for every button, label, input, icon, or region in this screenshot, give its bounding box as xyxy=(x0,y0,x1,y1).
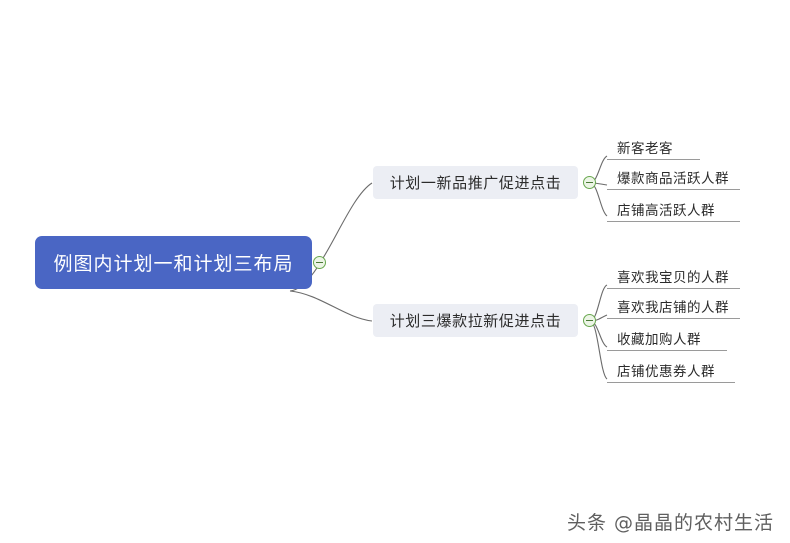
collapse-minus-icon-branch-1[interactable] xyxy=(583,176,596,189)
leaf-node-label: 喜欢我店铺的人群 xyxy=(617,300,729,316)
leaf-node-label: 爆款商品活跃人群 xyxy=(617,171,729,187)
leaf-node-label: 新客老客 xyxy=(617,141,673,157)
edge-root-to-branch-2 xyxy=(289,290,373,322)
leaf-node-label: 店铺优惠券人群 xyxy=(617,364,715,380)
leaf-node[interactable]: 喜欢我宝贝的人群 xyxy=(607,263,740,289)
leaf-node[interactable]: 新客老客 xyxy=(607,134,700,160)
edge-branch-2-leaf-4 xyxy=(589,320,608,380)
branch-node-1[interactable]: 计划一新品推广促进点击 xyxy=(373,166,578,199)
leaf-node-label: 喜欢我宝贝的人群 xyxy=(617,270,729,286)
leaf-node[interactable]: 店铺优惠券人群 xyxy=(607,357,735,383)
leaf-node-label: 收藏加购人群 xyxy=(617,332,701,348)
leaf-node[interactable]: 店铺高活跃人群 xyxy=(607,196,740,222)
branch-node-2[interactable]: 计划三爆款拉新促进点击 xyxy=(373,304,578,337)
leaf-node[interactable]: 爆款商品活跃人群 xyxy=(607,164,740,190)
collapse-minus-icon-root[interactable] xyxy=(313,256,326,269)
leaf-node[interactable]: 收藏加购人群 xyxy=(607,325,727,351)
branch-node-1-label: 计划一新品推广促进点击 xyxy=(389,174,562,192)
watermark: 头条 @晶晶的农村生活 xyxy=(566,512,774,534)
leaf-node[interactable]: 喜欢我店铺的人群 xyxy=(607,293,740,319)
leaf-node-label: 店铺高活跃人群 xyxy=(617,203,715,219)
root-node-label: 例图内计划一和计划三布局 xyxy=(53,253,294,275)
branch-node-2-label: 计划三爆款拉新促进点击 xyxy=(389,312,562,330)
collapse-minus-icon-branch-2[interactable] xyxy=(583,314,596,327)
root-node[interactable]: 例图内计划一和计划三布局 xyxy=(35,236,312,289)
